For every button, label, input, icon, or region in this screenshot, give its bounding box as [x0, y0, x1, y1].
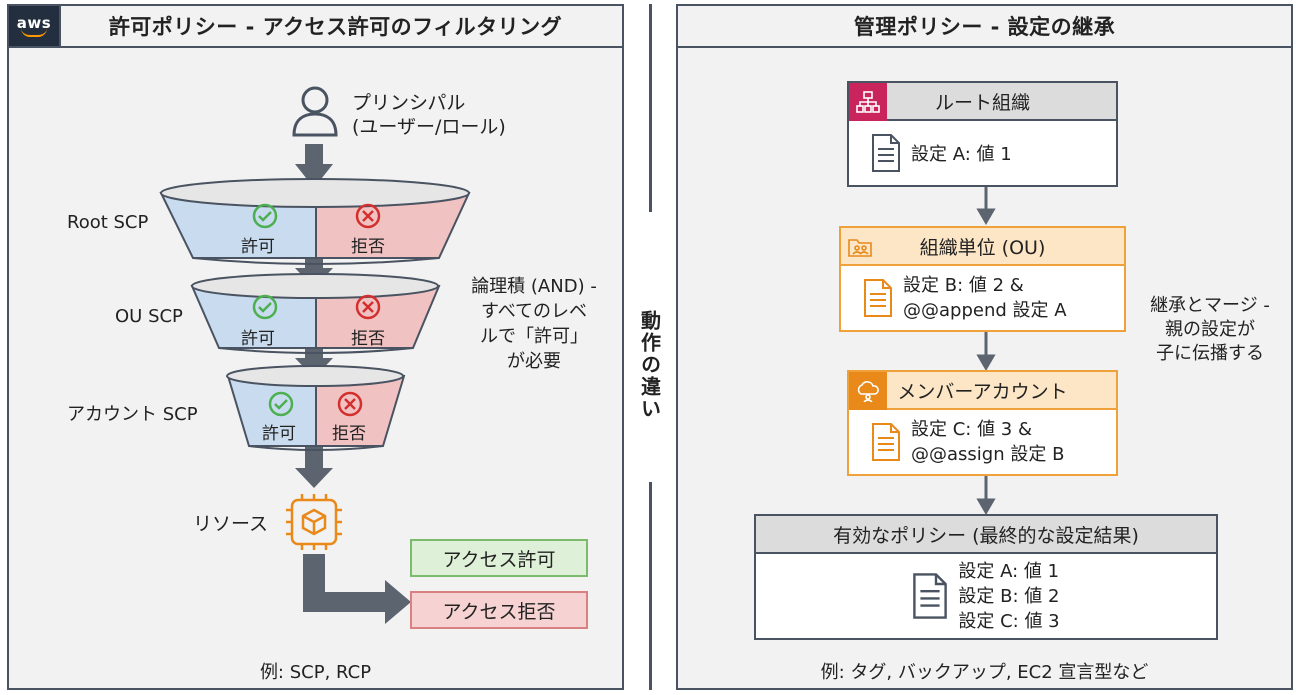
effective-title-text: 有効なポリシー (最終的な設定結果) — [833, 524, 1139, 547]
access-denied-box: アクセス拒否 — [410, 591, 588, 629]
effective-setting-line: 設定 B: 値 2 — [958, 585, 1060, 607]
document-icon — [864, 279, 892, 317]
account-scp-funnel — [226, 365, 406, 451]
right-example: 例: タグ, バックアップ, EC2 宣言型など — [820, 662, 1149, 683]
effective-policy-box: 有効なポリシー (最終的な設定結果) 設定 A: 値 1 設定 B: 値 2 設… — [754, 514, 1218, 640]
effective-setting-line: 設定 C: 値 3 — [958, 610, 1060, 632]
inherit-note-line: 子に伝播する — [1156, 343, 1264, 364]
principal-sublabel: (ユーザー/ロール) — [352, 116, 506, 138]
ou-title-text: 組織単位 (OU) — [919, 236, 1046, 259]
effective-setting-line: 設定 A: 値 1 — [958, 560, 1060, 582]
right-header: 管理ポリシー - 設定の継承 — [678, 6, 1291, 48]
divider-label: 動作の違い — [637, 310, 662, 420]
inherit-note-line: 継承とマージ - — [1150, 295, 1270, 316]
ou-deny-label: 拒否 — [351, 329, 385, 349]
inherit-note-line: 親の設定が — [1165, 319, 1255, 340]
ou-allow-label: 許可 — [241, 329, 275, 349]
ou-scp-label: OU SCP — [115, 306, 183, 327]
ou-body: 設定 B: 値 2 & @@append 設定 A — [841, 266, 1124, 330]
access-allowed-box: アクセス許可 — [410, 539, 588, 577]
member-title-text: メンバーアカウント — [897, 380, 1068, 403]
effective-body: 設定 A: 値 1 設定 B: 値 2 設定 C: 値 3 — [756, 554, 1216, 638]
aws-logo-text: aws — [16, 13, 52, 32]
ou-icon — [841, 228, 879, 266]
root-org-body: 設定 A: 値 1 — [849, 121, 1116, 185]
and-note: 論理積 (AND) - すべてのレベ ルで「許可」 が必要 — [449, 274, 619, 374]
root-org-title-text: ルート組織 — [934, 91, 1030, 114]
principal-label: プリンシパル — [352, 92, 466, 114]
divider-line-top — [649, 4, 652, 212]
effective-title: 有効なポリシー (最終的な設定結果) — [756, 516, 1216, 554]
permission-policy-panel: aws 許可ポリシー - アクセス許可のフィルタリング プリンシパル (ユーザー… — [7, 4, 624, 690]
and-note-line: が必要 — [507, 351, 561, 372]
ou-setting-line: @@append 設定 A — [903, 300, 1067, 321]
account-cloud-icon — [849, 372, 887, 410]
x-circle-icon — [337, 203, 381, 417]
inheritance-arrows — [976, 186, 996, 515]
root-scp-funnel — [159, 178, 471, 265]
account-deny-label: 拒否 — [332, 424, 366, 444]
member-body: 設定 C: 値 3 & @@assign 設定 B — [849, 410, 1116, 474]
right-panel-title: 管理ポリシー - 設定の継承 — [853, 15, 1116, 39]
ou-setting-line: 設定 B: 値 2 & — [903, 275, 1024, 296]
aws-logo: aws — [9, 6, 61, 46]
root-setting-line: 設定 A: 値 1 — [911, 144, 1012, 165]
access-denied-text: アクセス拒否 — [442, 600, 556, 623]
check-circle-icon — [252, 203, 294, 417]
document-icon — [872, 134, 900, 172]
access-allowed-text: アクセス許可 — [442, 548, 556, 571]
resource-label: リソース — [193, 513, 269, 535]
user-icon — [292, 86, 338, 137]
document-icon — [872, 423, 900, 461]
inherit-note: 継承とマージ - 親の設定が 子に伝播する — [1128, 294, 1292, 366]
account-scp-label: アカウント SCP — [67, 404, 198, 425]
left-example: 例: SCP, RCP — [259, 662, 372, 683]
member-title: メンバーアカウント — [849, 372, 1116, 410]
root-scp-label: Root SCP — [67, 212, 149, 233]
chip-icon — [286, 494, 342, 550]
root-deny-label: 拒否 — [351, 237, 385, 257]
org-icon — [849, 83, 887, 121]
scp-funnel — [159, 144, 471, 624]
and-note-line: すべてのレベ — [480, 301, 588, 322]
ou-scp-funnel — [190, 273, 441, 354]
management-policy-panel: 管理ポリシー - 設定の継承 ルート組織 設定 A: 値 1 — [676, 4, 1293, 690]
root-allow-label: 許可 — [241, 237, 275, 257]
root-org-title: ルート組織 — [849, 83, 1116, 121]
ou-title: 組織単位 (OU) — [841, 228, 1124, 266]
document-icon — [913, 573, 948, 619]
and-note-line: 論理積 (AND) - — [471, 276, 597, 297]
left-header: aws 許可ポリシー - アクセス許可のフィルタリング — [9, 6, 622, 48]
divider-line-bottom — [649, 482, 652, 690]
and-note-line: ルで「許可」 — [480, 326, 588, 347]
root-org-box: ルート組織 設定 A: 値 1 — [847, 81, 1118, 187]
ou-box: 組織単位 (OU) 設定 B: 値 2 & @@append 設定 A — [839, 226, 1126, 332]
account-allow-label: 許可 — [262, 424, 296, 444]
member-setting-line: 設定 C: 値 3 & — [911, 419, 1033, 440]
member-account-box: メンバーアカウント 設定 C: 値 3 & @@assign 設定 B — [847, 370, 1118, 476]
member-setting-line: @@assign 設定 B — [911, 444, 1065, 465]
left-panel-title: 許可ポリシー - アクセス許可のフィルタリング — [108, 15, 563, 39]
